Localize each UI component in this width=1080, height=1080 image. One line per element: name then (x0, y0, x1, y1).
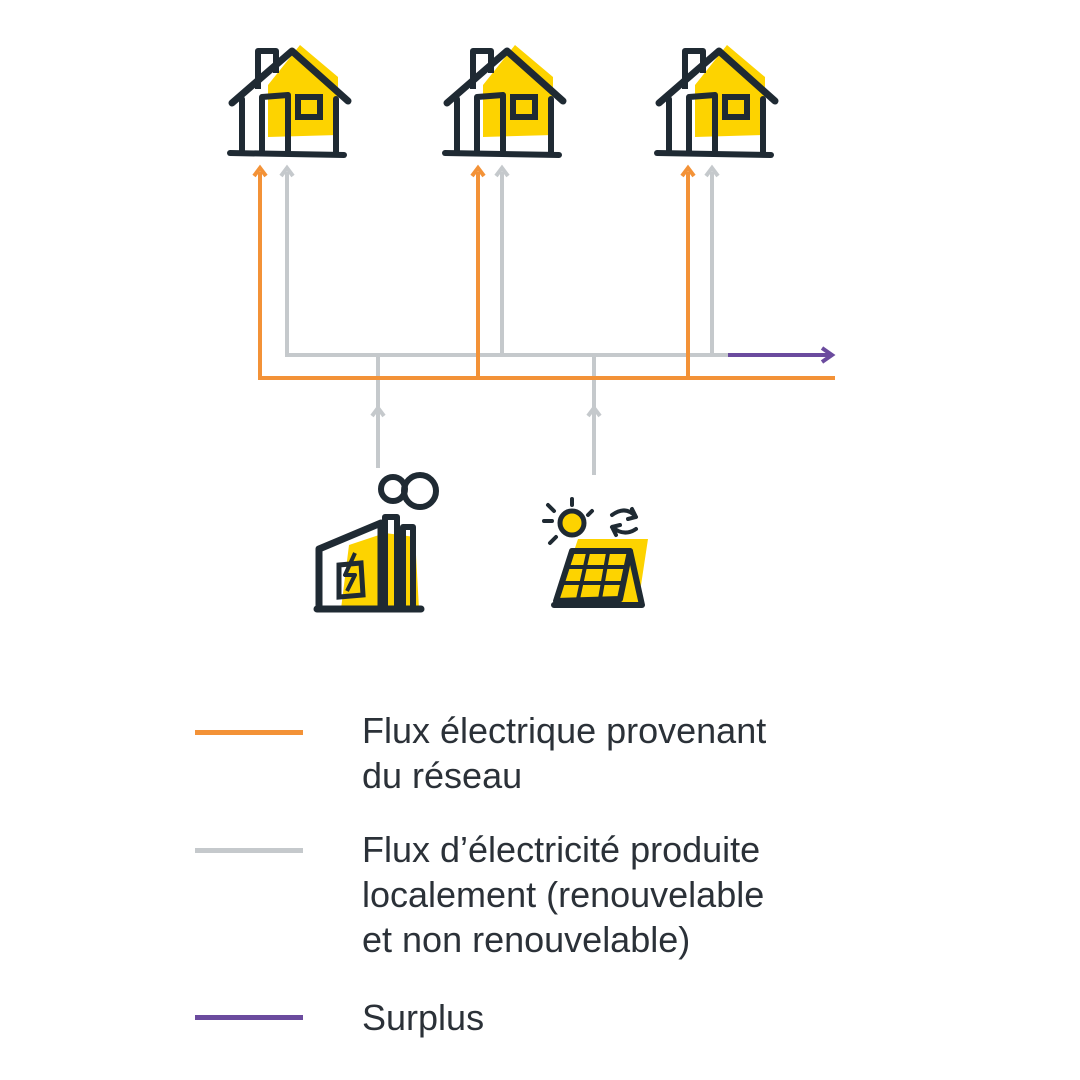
house-icon (445, 45, 563, 155)
legend-label-surplus: Surplus (362, 997, 485, 1038)
house-icon (657, 45, 775, 155)
legend-swatch-local-flow (195, 848, 303, 853)
local-flow-arrow (494, 164, 510, 178)
grid-flow-arrow (680, 164, 696, 178)
local-flow-arrow (586, 404, 602, 418)
surplus-arrow (820, 346, 836, 364)
local-flow-arrow (370, 404, 386, 418)
house-icon (230, 45, 348, 155)
local-flow-arrow (279, 164, 295, 178)
local-flow-arrow (704, 164, 720, 178)
legend-swatch-surplus (195, 1015, 303, 1020)
solar-panel-icon (542, 497, 648, 608)
power-plant-icon (313, 472, 439, 613)
local-flow-bus (285, 172, 728, 357)
legend-swatch-grid-flow (195, 730, 303, 735)
grid-flow-bus (258, 172, 835, 380)
grid-flow-arrow (252, 164, 268, 178)
grid-flow-arrow (470, 164, 486, 178)
energy-flow-diagram (0, 0, 836, 613)
